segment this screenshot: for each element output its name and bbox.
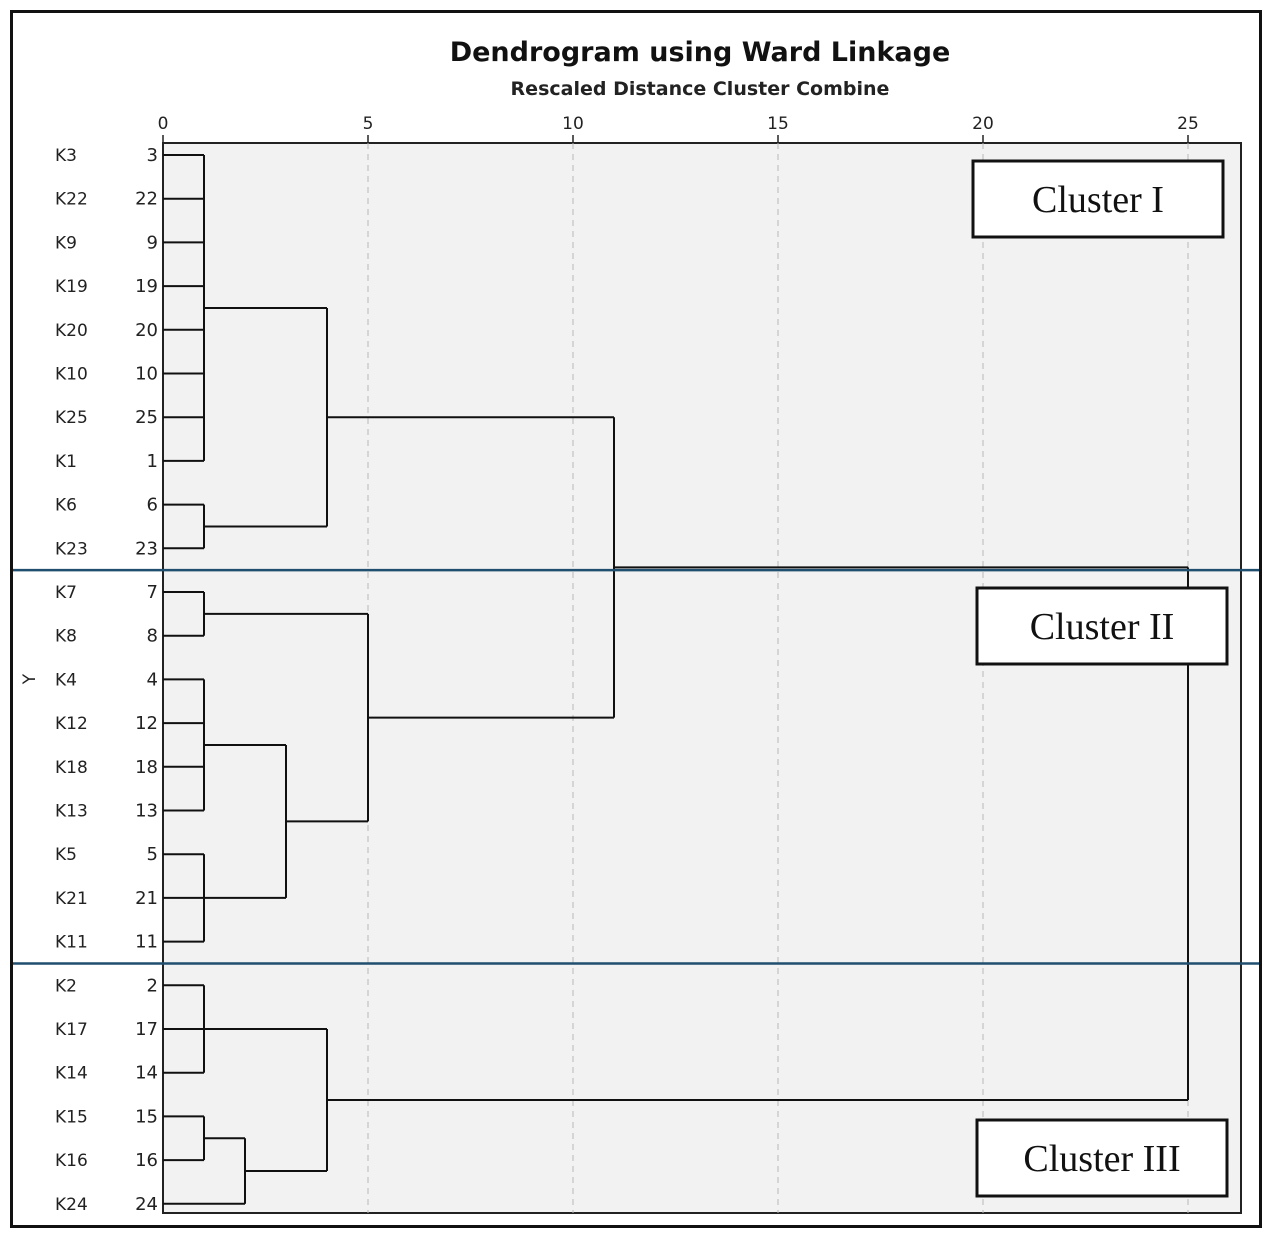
leaf-id: 13 (135, 801, 158, 822)
leaf-id: 4 (147, 669, 158, 690)
cluster-box (971, 159, 1225, 239)
leaf-label: K17 (55, 1020, 88, 1040)
leaf-id: 14 (135, 1063, 158, 1084)
leaf-id: 19 (135, 276, 158, 297)
x-axis-ticks: 0 5 10 15 20 25 (158, 114, 1199, 143)
leaf-label: K9 (55, 233, 77, 253)
cluster-box (975, 1118, 1229, 1198)
leaf-label: K11 (55, 933, 88, 953)
leaf-label: K13 (55, 802, 88, 822)
leaf-label: K12 (55, 714, 88, 734)
leaf-label: K19 (55, 277, 88, 297)
leaf-label: K3 (55, 146, 77, 166)
leaf-label: K23 (55, 539, 88, 559)
cluster-label: Cluster III (1023, 1138, 1180, 1180)
x-tick-label: 20 (972, 114, 994, 134)
leaf-label: K4 (55, 670, 77, 690)
x-tick-label: 5 (363, 114, 374, 134)
leaf-label: K20 (55, 321, 88, 341)
leaf-id: 21 (135, 888, 158, 909)
leaf-id: 15 (135, 1106, 158, 1127)
leaf-id: 9 (147, 232, 158, 253)
leaf-label: K24 (55, 1195, 88, 1215)
cluster-labels: Cluster I Cluster II Cluster III (971, 159, 1229, 1198)
leaf-id: 8 (147, 626, 158, 647)
dendrogram-links (163, 154, 1189, 1205)
leaf-id: 12 (135, 713, 158, 734)
leaf-label: K14 (55, 1064, 88, 1084)
leaf-label: K6 (55, 496, 77, 516)
leaf-id: 18 (135, 757, 158, 778)
leaf-label: K22 (55, 190, 88, 210)
leaf-id: 17 (135, 1019, 158, 1040)
x-tick-label: 15 (767, 114, 789, 134)
chart-title: Dendrogram using Ward Linkage (450, 37, 951, 68)
leaf-label: K7 (55, 583, 77, 603)
leaf-label: K2 (55, 976, 77, 996)
leaf-id: 1 (147, 451, 158, 472)
leaf-id: 22 (135, 189, 158, 210)
cluster-box (975, 586, 1229, 666)
leaf-id: 6 (147, 495, 158, 516)
leaf-id: 10 (135, 364, 158, 385)
leaf-id: 16 (135, 1150, 158, 1171)
leaf-id: 2 (147, 975, 158, 996)
plot-background (162, 142, 1242, 1214)
leaf-label: K1 (55, 452, 77, 472)
leaf-label: K25 (55, 408, 88, 428)
chart-frame: Dendrogram using Ward Linkage Rescaled D… (10, 10, 1262, 1228)
leaf-id: 25 (135, 407, 158, 428)
leaf-id: 20 (135, 320, 158, 341)
cluster-label: Cluster I (1032, 179, 1164, 221)
leaf-id: 7 (147, 582, 158, 603)
leaf-label: K15 (55, 1107, 88, 1127)
leaf-id: 24 (135, 1194, 158, 1215)
leaf-id: 11 (135, 932, 158, 953)
cluster-separators (13, 568, 1259, 965)
leaf-label: K8 (55, 627, 77, 647)
leaf-label: K16 (55, 1151, 88, 1171)
leaf-label: K10 (55, 365, 88, 385)
x-tick-label: 0 (158, 114, 169, 134)
leaf-id: 3 (147, 145, 158, 166)
leaf-label: K5 (55, 845, 77, 865)
cluster-label: Cluster II (1030, 606, 1175, 648)
leaf-id: 23 (135, 538, 158, 559)
leaf-label: K21 (55, 889, 88, 909)
leaf-id: 5 (147, 844, 158, 865)
chart-subtitle: Rescaled Distance Cluster Combine (511, 78, 890, 100)
x-tick-label: 10 (562, 114, 584, 134)
y-axis-label: Y (20, 673, 40, 685)
plot-area (162, 142, 1242, 1214)
dendrogram-chart: Dendrogram using Ward Linkage Rescaled D… (13, 37, 1259, 1215)
x-tick-label: 25 (1177, 114, 1199, 134)
leaf-label: K18 (55, 758, 88, 778)
